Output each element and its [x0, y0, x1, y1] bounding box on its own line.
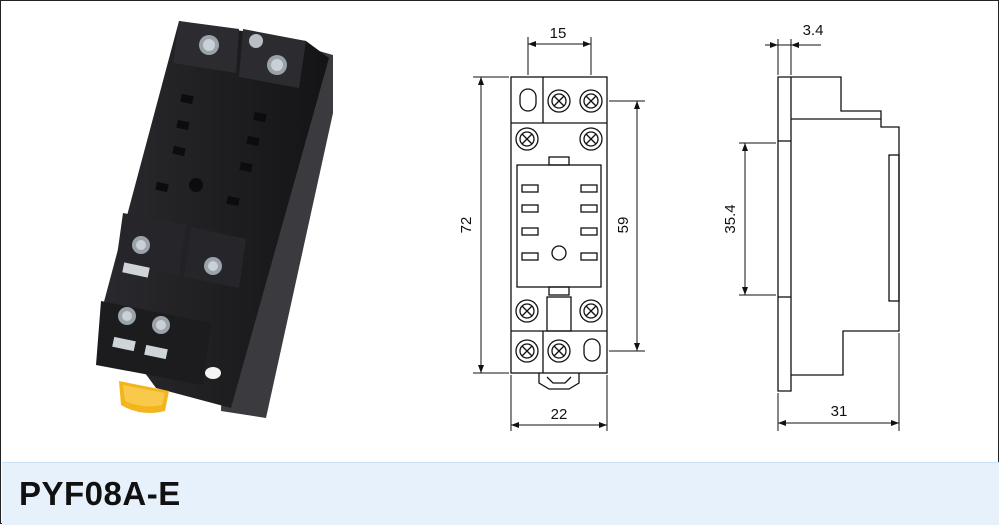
dim-offset: 3.4	[803, 22, 824, 39]
product-photo	[96, 21, 333, 418]
model-title: PYF08A-E	[19, 475, 181, 512]
dim-top-width: 15	[550, 25, 567, 42]
dim-height-total: 72	[458, 217, 475, 234]
screw-terminals	[515, 89, 603, 363]
front-view-body	[510, 76, 608, 374]
dim-depth: 31	[831, 403, 848, 420]
side-view-body	[777, 76, 900, 392]
dim-rail: 35.4	[722, 204, 739, 233]
dim-height-mount: 59	[615, 217, 632, 234]
model-footer: PYF08A-E	[2, 462, 999, 525]
technical-drawings: 15 72 59 22 3.4 35.4 31	[458, 22, 900, 431]
dim-bottom-width: 22	[551, 406, 568, 423]
